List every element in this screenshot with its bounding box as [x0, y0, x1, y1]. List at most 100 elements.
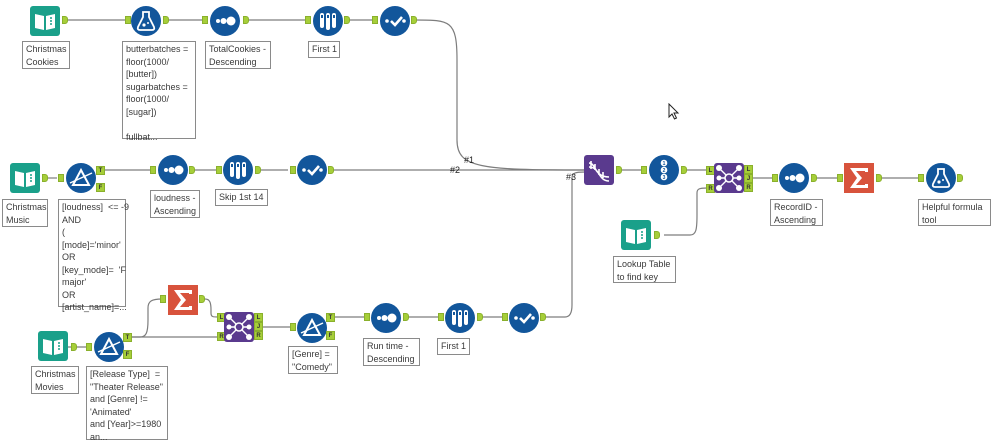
tool-select-cookies[interactable]	[380, 6, 410, 36]
input-anchor[interactable]	[438, 313, 444, 321]
input-anchor[interactable]	[290, 166, 296, 174]
tool-formula-cookies[interactable]	[131, 6, 161, 36]
join-output-anchor[interactable]: J	[744, 174, 753, 183]
output-anchor[interactable]	[189, 166, 195, 174]
svg-text:2: 2	[663, 168, 666, 174]
test-tubes-icon	[445, 303, 475, 333]
output-anchor[interactable]	[811, 174, 817, 182]
output-anchor[interactable]	[411, 16, 417, 24]
output-anchor[interactable]	[199, 295, 205, 303]
book-icon	[10, 163, 40, 193]
join-hub-icon	[224, 312, 254, 342]
join-output-anchor[interactable]: J	[254, 322, 263, 331]
wire-label-2: #2	[450, 165, 461, 175]
book-icon	[30, 6, 60, 36]
output-anchor[interactable]	[957, 174, 963, 182]
true-anchor[interactable]: T	[123, 333, 132, 342]
input-anchor[interactable]	[364, 313, 370, 321]
tool-sort-recordid[interactable]	[779, 163, 809, 193]
input-anchor[interactable]	[918, 174, 924, 182]
output-anchor[interactable]	[71, 343, 77, 351]
wire	[130, 298, 163, 338]
join-hub-icon	[714, 163, 744, 193]
svg-text:3: 3	[663, 175, 666, 181]
input-anchor[interactable]	[502, 313, 508, 321]
input-anchor[interactable]	[290, 323, 296, 331]
tool-join-movies[interactable]	[224, 312, 254, 342]
tool-formula-final[interactable]	[926, 163, 956, 193]
false-anchor[interactable]: F	[96, 183, 105, 192]
tool-summarize-final[interactable]	[844, 163, 874, 193]
left-output-anchor[interactable]: L	[254, 313, 263, 322]
tool-sort-movies[interactable]	[371, 303, 401, 333]
true-anchor[interactable]: T	[96, 166, 105, 175]
tool-union[interactable]	[584, 155, 614, 185]
input-anchor[interactable]	[772, 174, 778, 182]
filter-prism-icon	[66, 163, 96, 193]
right-output-anchor[interactable]: R	[254, 331, 263, 340]
tool-join-lookup[interactable]	[714, 163, 744, 193]
tool-select-music[interactable]	[297, 155, 327, 185]
output-anchor[interactable]	[344, 16, 350, 24]
tool-lookup-table[interactable]	[621, 220, 651, 250]
tool-sample-movies[interactable]	[445, 303, 475, 333]
output-anchor[interactable]	[540, 313, 546, 321]
tool-sample-cookies[interactable]	[313, 6, 343, 36]
false-anchor[interactable]: F	[326, 331, 335, 340]
annotation: loudness - Ascending	[150, 190, 200, 218]
input-anchor[interactable]	[86, 343, 92, 351]
input-anchor[interactable]	[58, 174, 64, 182]
input-anchor[interactable]	[216, 166, 222, 174]
tool-christmas-cookies[interactable]	[30, 6, 60, 36]
tool-sample-music[interactable]	[223, 155, 253, 185]
input-anchor[interactable]	[202, 16, 208, 24]
output-anchor[interactable]	[243, 16, 249, 24]
annotation: [loudness] <= -9 AND ( [mode]='minor' OR…	[58, 199, 129, 312]
right-output-anchor[interactable]: R	[744, 183, 753, 192]
input-anchor[interactable]	[150, 166, 156, 174]
wire	[414, 19, 586, 171]
svg-text:1: 1	[663, 161, 666, 167]
tool-sort-cookies[interactable]	[210, 6, 240, 36]
output-anchor[interactable]	[328, 166, 334, 174]
checkmark-icon	[297, 155, 327, 185]
tool-filter-movies[interactable]	[94, 332, 124, 362]
annotation: TotalCookies - Descending	[205, 41, 271, 69]
annotation: Run time - Descending	[363, 338, 420, 366]
input-anchor[interactable]	[641, 166, 647, 174]
output-anchor[interactable]	[876, 174, 882, 182]
tool-christmas-movies[interactable]	[38, 331, 68, 361]
tool-summarize-movies[interactable]	[168, 285, 198, 315]
numbered-list-icon: 123	[649, 155, 679, 185]
left-output-anchor[interactable]: L	[744, 165, 753, 174]
annotation: Lookup Table to find key	[613, 256, 676, 283]
tool-filter-music[interactable]	[66, 163, 96, 193]
flask-icon	[131, 6, 161, 36]
output-anchor[interactable]	[477, 313, 483, 321]
input-anchor[interactable]	[160, 295, 166, 303]
false-anchor[interactable]: F	[123, 350, 132, 359]
input-anchor[interactable]	[305, 16, 311, 24]
tool-select-movies[interactable]	[509, 303, 539, 333]
tool-filter-genre[interactable]	[297, 313, 327, 343]
true-anchor[interactable]: T	[326, 313, 335, 322]
output-anchor[interactable]	[616, 166, 622, 174]
test-tubes-icon	[223, 155, 253, 185]
annotation: butterbatches = floor(1000/ [butter]) su…	[122, 41, 196, 142]
output-anchor[interactable]	[681, 166, 687, 174]
tool-christmas-music[interactable]	[10, 163, 40, 193]
output-anchor[interactable]	[255, 166, 261, 174]
output-anchor[interactable]	[163, 16, 169, 24]
output-anchor[interactable]	[403, 313, 409, 321]
output-anchor[interactable]	[654, 231, 660, 239]
output-anchor[interactable]	[62, 16, 68, 24]
input-anchor[interactable]	[837, 174, 843, 182]
output-anchor[interactable]	[42, 174, 48, 182]
tool-sort-music[interactable]	[158, 155, 188, 185]
annotation: Christmas Movies	[31, 366, 79, 394]
annotation: Christmas Music	[2, 199, 48, 227]
input-anchor[interactable]	[125, 16, 131, 24]
input-anchor[interactable]	[372, 16, 378, 24]
